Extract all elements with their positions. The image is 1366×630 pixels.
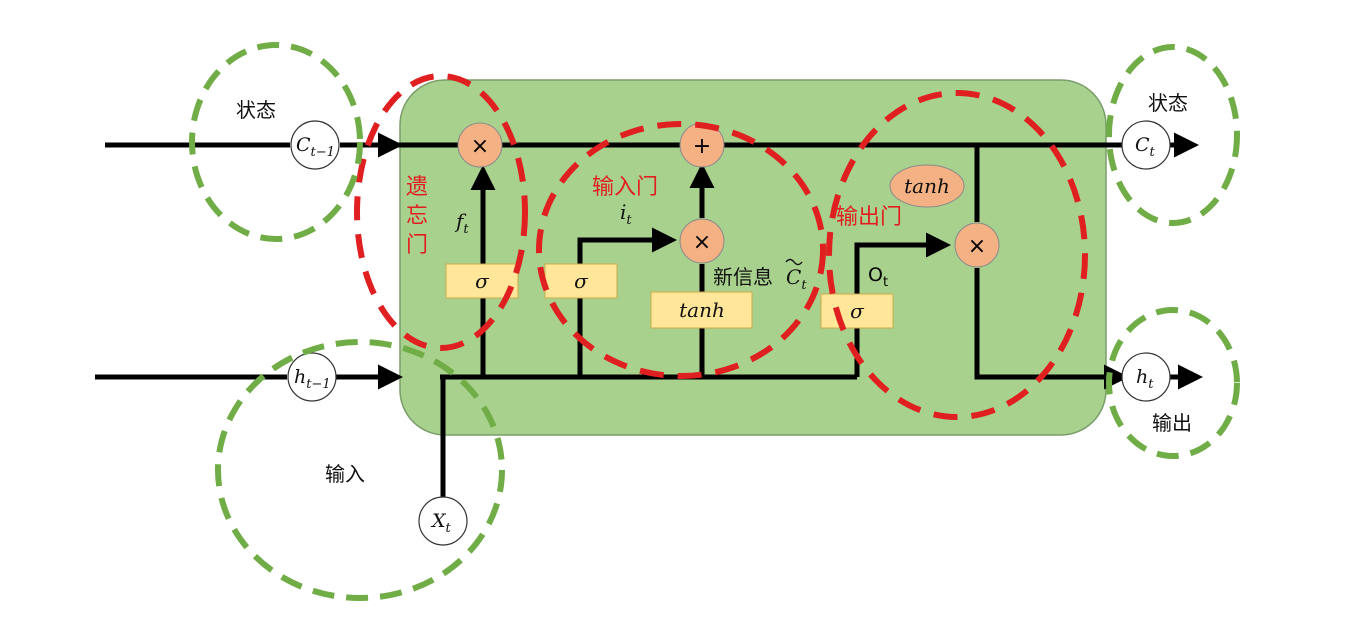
f-t-sub: t	[463, 222, 469, 237]
state-label-left: 状态	[236, 98, 276, 122]
multiply-forget-symbol: ×	[471, 134, 489, 159]
node-c-t: Ct	[1121, 120, 1171, 170]
output-gate-label: 输出门	[836, 205, 902, 230]
sigma-forget-label: σ	[475, 269, 490, 293]
tilde-mark	[785, 258, 803, 266]
sigma-input-label: σ	[574, 269, 589, 293]
tanh-oval-label: tanh	[904, 174, 950, 198]
svg-text:ht−1: ht−1	[294, 366, 331, 392]
forget-gate-label-2: 忘	[406, 204, 428, 229]
multiply-node-forget: ×	[457, 122, 503, 168]
gate-regions	[354, 73, 1088, 420]
output-label: 输出	[1152, 411, 1192, 435]
output-gate-region	[826, 90, 1088, 420]
state-out-region	[1106, 44, 1240, 226]
x-t-main: X	[430, 510, 447, 532]
o-t-label: Ot	[868, 264, 888, 290]
forget-gate-region	[354, 73, 528, 351]
input-gate-region	[536, 121, 826, 379]
multiply-node-output: ×	[954, 222, 1000, 268]
i-t-label: it	[620, 200, 632, 228]
sigma-output-label: σ	[850, 299, 865, 323]
node-h-prev: ht−1	[287, 352, 337, 402]
c-tilde-label: Ct	[786, 265, 807, 293]
flow-lines	[95, 132, 1203, 497]
c-t-main: C	[1135, 134, 1150, 156]
o-t-main: O	[868, 264, 883, 286]
input-region	[215, 339, 505, 601]
i-t-main: i	[620, 200, 626, 224]
tanh-oval: tanh	[889, 164, 965, 208]
node-x-t: Xt	[418, 496, 468, 546]
node-c-prev: Ct−1	[290, 120, 340, 170]
h-prev-main: h	[294, 366, 306, 388]
multiply-input-symbol: ×	[693, 230, 711, 255]
tanh-box-label: tanh	[679, 298, 725, 322]
add-node: +	[679, 122, 725, 168]
sigma-box-output: σ	[820, 293, 894, 329]
h-prev-sub: t−1	[306, 377, 330, 392]
sigma-box-input: σ	[544, 263, 618, 299]
tanh-box-candidate: tanh	[650, 291, 753, 329]
c-t-sub: t	[1150, 145, 1156, 160]
svg-text:Ct−1: Ct−1	[296, 134, 335, 160]
h-t-main: h	[1136, 366, 1148, 388]
svg-text:ht: ht	[1136, 366, 1154, 392]
input-gate-line	[577, 227, 677, 377]
forget-gate-label-3: 门	[406, 233, 428, 258]
add-symbol: +	[693, 134, 711, 159]
output-region	[1106, 307, 1240, 459]
c-tilde-sub: t	[801, 278, 807, 293]
i-t-sub: t	[626, 213, 632, 228]
o-t-sub: t	[883, 275, 888, 290]
multiply-node-input: ×	[679, 218, 725, 264]
svg-text:Xt: Xt	[430, 510, 452, 536]
state-in-region	[189, 42, 363, 242]
output-line	[974, 268, 1129, 390]
new-info-label: 新信息	[713, 265, 773, 289]
h-t-sub: t	[1148, 377, 1154, 392]
c-prev-main: C	[296, 134, 311, 156]
x-t-sub: t	[446, 521, 452, 536]
input-label: 输入	[325, 462, 365, 486]
lstm-cell-background	[399, 79, 1107, 436]
state-label-right: 状态	[1148, 91, 1188, 115]
c-tilde-main: C	[786, 265, 801, 289]
svg-text:Ct: Ct	[1135, 134, 1156, 160]
node-h-t: ht	[1121, 352, 1171, 402]
input-gate-label: 输入门	[592, 175, 658, 200]
forget-gate-label-1: 遗	[406, 175, 428, 200]
multiply-output-symbol: ×	[968, 234, 986, 259]
output-gate-line	[854, 232, 951, 377]
c-prev-sub: t−1	[311, 145, 335, 160]
io-regions	[189, 42, 1240, 601]
